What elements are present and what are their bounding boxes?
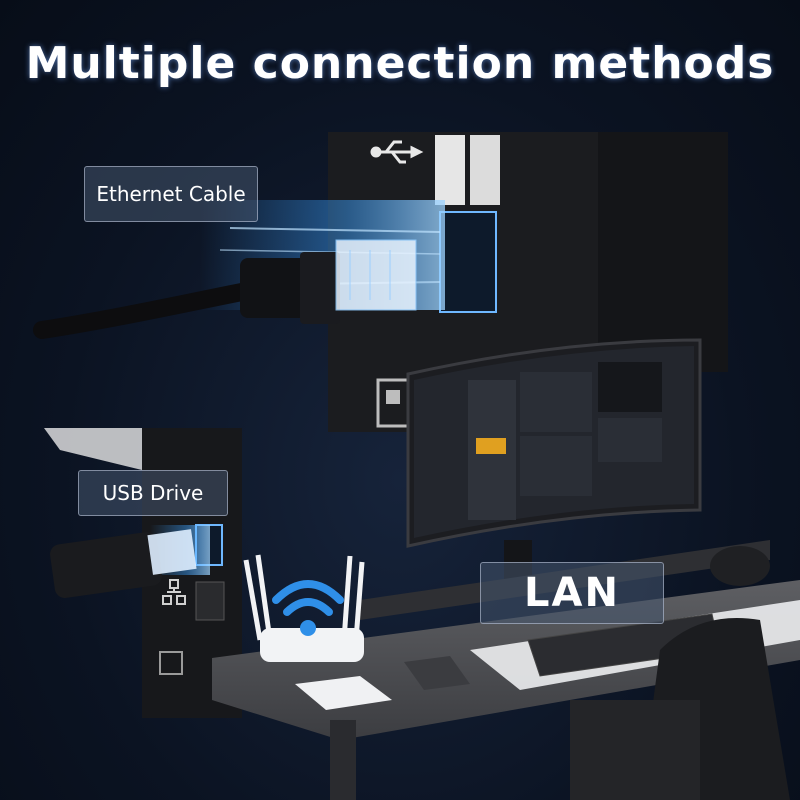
- notebook: [295, 676, 392, 710]
- usb-drive: [50, 529, 197, 598]
- network-icon: [162, 579, 186, 605]
- monitor: [406, 338, 702, 580]
- office-chair: [570, 546, 790, 800]
- ethernet-port: [439, 211, 497, 313]
- wifi-router: [243, 554, 365, 662]
- ethernet-cable: [33, 239, 417, 339]
- usb-symbol-icon: [370, 140, 424, 164]
- qr-code-small-icon: [159, 651, 183, 675]
- lan-port: [195, 581, 225, 621]
- wifi-icon: [272, 580, 344, 636]
- ethernet-cable-label: Ethernet Cable: [84, 166, 258, 222]
- lan-label: LAN: [480, 562, 664, 624]
- usb-drive-label: USB Drive: [78, 470, 228, 516]
- page-title: Multiple connection methods: [25, 38, 775, 89]
- tablet: [404, 656, 470, 690]
